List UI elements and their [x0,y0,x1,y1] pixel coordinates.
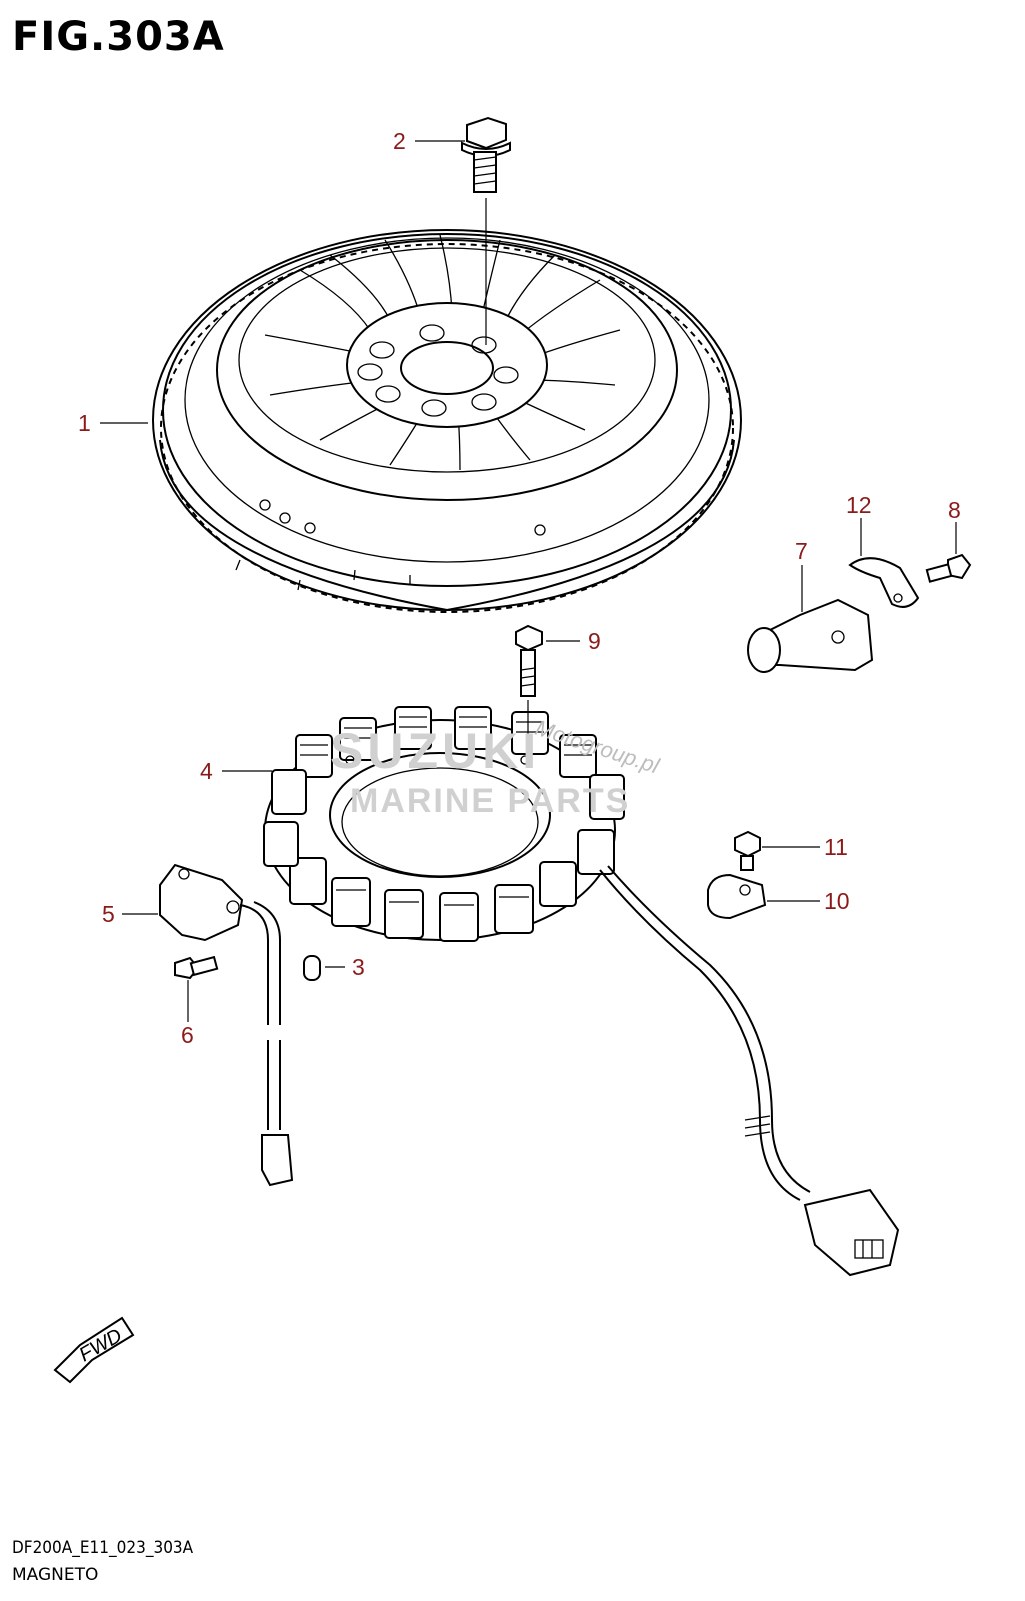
flywheel-bolt-part[interactable] [461,116,511,345]
callout-10[interactable]: 10 [824,888,850,914]
fwd-direction-arrow: FWD [53,1316,135,1384]
dowel-pin-part[interactable] [303,955,321,981]
crank-sensor-part[interactable] [747,598,874,673]
figure-code: DF200A_E11_023_303A [12,1538,194,1558]
pulser-coil-part[interactable] [159,863,294,1187]
callout-11[interactable]: 11 [824,834,848,860]
harness-clamp-part[interactable] [707,873,767,920]
sensor-clip-part[interactable] [848,557,920,608]
callout-2[interactable]: 2 [393,128,406,154]
callout-8[interactable]: 8 [948,497,961,523]
callout-5[interactable]: 5 [102,901,115,927]
pulser-screw-part[interactable] [174,955,219,980]
sensor-screw-part[interactable] [925,553,972,583]
stator-coil-part[interactable] [263,706,625,942]
stator-harness [599,865,900,1277]
watermark-brand: SUZUKI [330,723,541,779]
callout-9[interactable]: 9 [588,628,601,654]
clamp-screw-part[interactable] [734,830,761,871]
figure-name: MAGNETO [12,1565,99,1585]
stator-bolt-part[interactable] [515,624,543,758]
watermark-sub: MARINE PARTS [350,782,631,820]
callout-6[interactable]: 6 [181,1022,194,1048]
figure-title: FIG.303A [12,14,225,60]
callout-3[interactable]: 3 [352,954,365,980]
callout-1[interactable]: 1 [78,410,91,436]
flywheel-part[interactable] [152,229,742,613]
callout-4[interactable]: 4 [200,758,213,784]
leader-lines [100,140,957,1022]
callout-7[interactable]: 7 [795,538,808,564]
callout-12[interactable]: 12 [846,492,872,518]
